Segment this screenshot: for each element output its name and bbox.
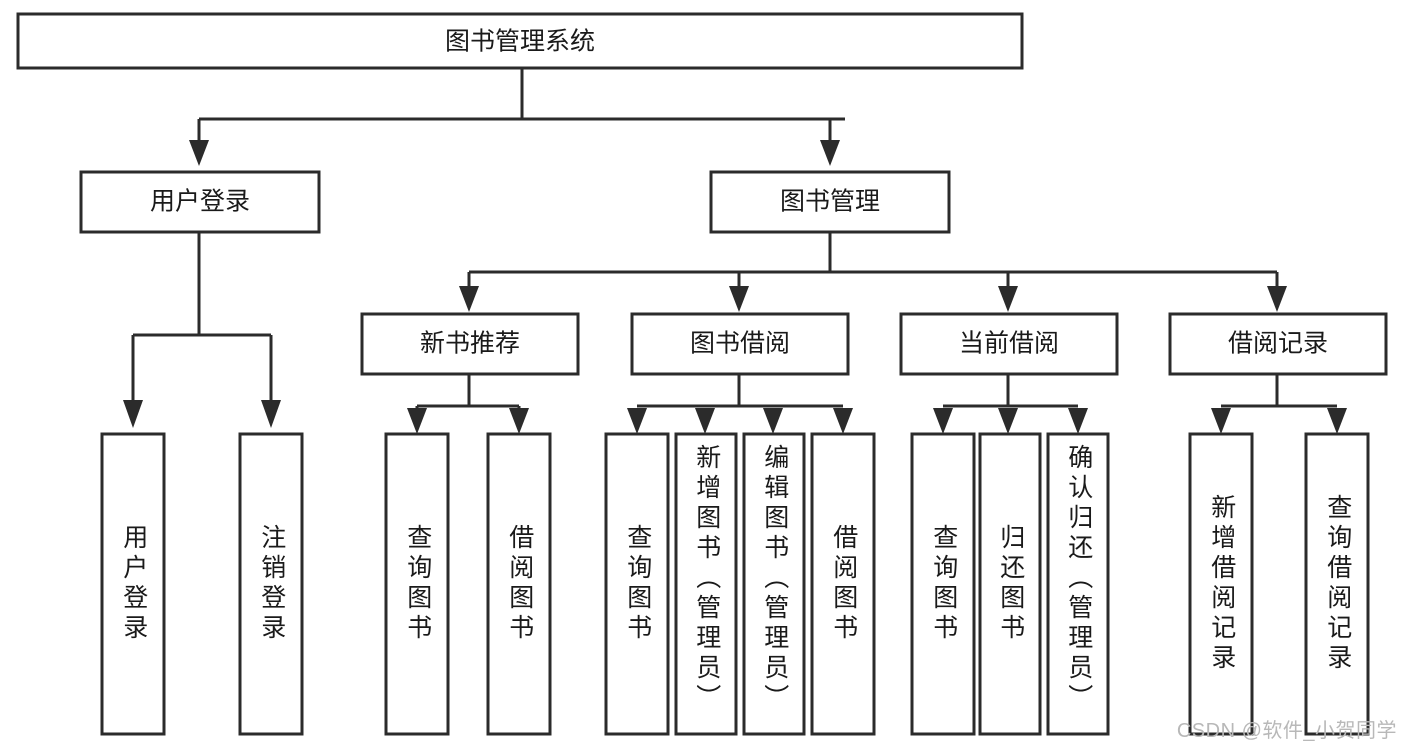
leaf-edit-book-box[interactable] [742, 432, 806, 736]
connector-root-to-level1 [189, 68, 845, 166]
connector-current-borrow-to-leaves [933, 374, 1088, 434]
leaf-confirm-return-box[interactable] [1046, 432, 1110, 736]
leaf-logout-login-box[interactable] [238, 432, 304, 736]
connector-new-book-to-leaves [407, 374, 529, 434]
leaf-borrow-book-1-box[interactable] [486, 432, 552, 736]
leaf-add-record-box[interactable] [1188, 432, 1254, 736]
node-book-borrow-box[interactable] [630, 312, 850, 376]
arrow-head-leaf-query-book-1 [407, 408, 427, 434]
node-user-login-box[interactable] [79, 170, 321, 234]
leaf-query-book-3-box[interactable] [910, 432, 976, 736]
leaf-return-book-box[interactable] [978, 432, 1042, 736]
node-current-borrow[interactable]: 当前借阅 [899, 312, 1119, 376]
connector-book-borrow-to-leaves [627, 374, 853, 434]
node-book-manage-label: 图书管理 [780, 188, 880, 216]
arrow-head-borrow-record [1267, 286, 1287, 312]
arrow-head-leaf-user-login [123, 400, 143, 428]
node-user-login-label: 用户登录 [150, 188, 250, 216]
node-root[interactable]: 图书管理系统 [16, 12, 1024, 70]
leaf-borrow-book-2-box[interactable] [810, 432, 876, 736]
arrow-head-leaf-borrow-book-2 [833, 408, 853, 434]
arrow-head-current-borrow [998, 286, 1018, 312]
leaf-query-book-1-box[interactable] [384, 432, 450, 736]
arrow-head-leaf-query-book-2 [627, 408, 647, 434]
connector-user-login-to-leaves [123, 233, 281, 428]
node-book-borrow-label: 图书借阅 [690, 330, 790, 358]
watermark: CSDN @软件_小贺同学 [1176, 720, 1397, 742]
node-book-borrow[interactable]: 图书借阅 [630, 312, 850, 376]
node-user-login[interactable]: 用户登录 [79, 170, 321, 234]
node-root-box[interactable] [16, 12, 1024, 70]
arrow-head-book-manage [820, 140, 840, 166]
arrow-head-user-login [189, 140, 209, 166]
node-book-manage-box[interactable] [709, 170, 951, 234]
arrow-head-leaf-add-book [695, 408, 715, 434]
arrow-head-leaf-logout [261, 400, 281, 428]
leaf-query-book-2-box[interactable] [604, 432, 670, 736]
node-current-borrow-label: 当前借阅 [959, 330, 1059, 358]
node-current-borrow-box[interactable] [899, 312, 1119, 376]
leaf-boxes [100, 432, 1370, 736]
arrow-head-leaf-add-record [1211, 408, 1231, 434]
leaf-query-record-box[interactable] [1304, 432, 1370, 736]
arrow-head-leaf-confirm-return [1068, 408, 1088, 434]
leaf-add-book-box[interactable] [674, 432, 738, 736]
node-borrow-record-box[interactable] [1168, 312, 1388, 376]
node-root-label: 图书管理系统 [445, 28, 595, 56]
arrow-head-leaf-return-book [998, 408, 1018, 434]
node-book-manage[interactable]: 图书管理 [709, 170, 951, 234]
connector-book-manage-to-level2 [459, 233, 1287, 312]
arrow-head-new-book [459, 286, 479, 312]
arrow-head-leaf-edit-book [763, 408, 783, 434]
connector-borrow-record-to-leaves [1211, 374, 1347, 434]
node-new-book-recommend-label: 新书推荐 [420, 330, 520, 358]
node-new-book-recommend-box[interactable] [360, 312, 580, 376]
arrow-head-leaf-query-record [1327, 408, 1347, 434]
leaf-user-login-box[interactable] [100, 432, 166, 736]
arrow-head-leaf-query-book-3 [933, 408, 953, 434]
node-new-book-recommend[interactable]: 新书推荐 [360, 312, 580, 376]
arrow-head-book-borrow [729, 286, 749, 312]
arrow-head-leaf-borrow-book-1 [509, 408, 529, 434]
node-borrow-record[interactable]: 借阅记录 [1168, 312, 1388, 376]
node-borrow-record-label: 借阅记录 [1228, 330, 1328, 358]
